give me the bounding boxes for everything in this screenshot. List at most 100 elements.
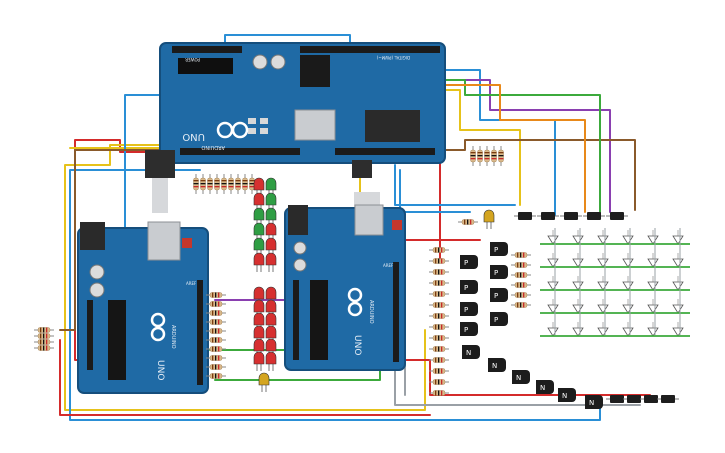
reset-button-icon[interactable] (392, 220, 402, 230)
matrix-led[interactable] (547, 322, 559, 337)
resistor[interactable] (193, 174, 199, 194)
resistor[interactable] (206, 301, 226, 307)
resistor[interactable] (429, 324, 449, 330)
matrix-led[interactable] (672, 230, 684, 245)
resistor[interactable] (206, 319, 226, 325)
usb-port-icon[interactable] (294, 109, 336, 141)
matrix-led[interactable] (547, 276, 559, 291)
resistor[interactable] (429, 368, 449, 374)
power-header[interactable] (172, 46, 242, 53)
resistor[interactable] (207, 174, 213, 194)
usb-port-icon[interactable] (147, 221, 181, 261)
matrix-led[interactable] (647, 230, 659, 245)
matrix-led[interactable] (597, 276, 609, 291)
matrix-led[interactable] (547, 253, 559, 268)
resistor[interactable] (206, 337, 226, 343)
resistor[interactable] (429, 335, 449, 341)
resistor[interactable] (206, 310, 226, 316)
matrix-led[interactable] (622, 276, 634, 291)
resistor[interactable] (429, 258, 449, 264)
resistor[interactable] (249, 174, 255, 194)
resistor[interactable] (511, 272, 531, 278)
led[interactable] (253, 351, 265, 371)
matrix-led[interactable] (622, 253, 634, 268)
transistor[interactable]: P (460, 302, 478, 316)
led[interactable] (258, 372, 270, 392)
resistor[interactable] (511, 252, 531, 258)
resistor[interactable] (206, 355, 226, 361)
digital-header[interactable] (197, 280, 203, 385)
matrix-led[interactable] (597, 253, 609, 268)
transistor[interactable]: P (460, 322, 478, 336)
resistor[interactable] (477, 146, 483, 166)
transistor[interactable]: P (490, 312, 508, 326)
resistor[interactable] (429, 269, 449, 275)
pushbutton[interactable] (583, 212, 605, 220)
matrix-led[interactable] (672, 253, 684, 268)
transistor[interactable]: N (585, 395, 603, 409)
pushbutton[interactable] (537, 212, 559, 220)
matrix-led[interactable] (647, 299, 659, 314)
matrix-led[interactable] (622, 322, 634, 337)
led[interactable] (265, 351, 277, 371)
transistor[interactable]: P (490, 288, 508, 302)
resistor[interactable] (458, 219, 478, 225)
matrix-led[interactable] (572, 322, 584, 337)
power-header[interactable] (293, 280, 299, 360)
resistor[interactable] (429, 346, 449, 352)
matrix-led[interactable] (572, 253, 584, 268)
led[interactable] (253, 222, 265, 242)
power-jack-icon[interactable] (365, 110, 420, 142)
transistor[interactable]: N (488, 358, 506, 372)
matrix-led[interactable] (597, 322, 609, 337)
power-header[interactable] (87, 300, 93, 370)
pushbutton[interactable] (514, 212, 536, 220)
resistor[interactable] (429, 357, 449, 363)
transistor[interactable]: N (558, 388, 576, 402)
analog-header[interactable] (180, 148, 300, 155)
transistor[interactable]: N (462, 345, 480, 359)
resistor[interactable] (511, 302, 531, 308)
pushbutton[interactable] (606, 212, 628, 220)
resistor[interactable] (470, 146, 476, 166)
resistor[interactable] (498, 146, 504, 166)
resistor[interactable] (228, 174, 234, 194)
matrix-led[interactable] (597, 299, 609, 314)
matrix-led[interactable] (622, 299, 634, 314)
matrix-led[interactable] (572, 230, 584, 245)
transistor[interactable]: P (460, 255, 478, 269)
led[interactable] (253, 252, 265, 272)
digital-header[interactable] (393, 262, 399, 362)
matrix-led[interactable] (572, 276, 584, 291)
icsp-header[interactable] (335, 148, 435, 155)
transistor[interactable]: N (536, 380, 554, 394)
resistor[interactable] (511, 262, 531, 268)
matrix-led[interactable] (547, 230, 559, 245)
matrix-led[interactable] (597, 230, 609, 245)
resistor[interactable] (429, 390, 449, 396)
matrix-led[interactable] (647, 276, 659, 291)
resistor[interactable] (511, 282, 531, 288)
matrix-led[interactable] (672, 322, 684, 337)
pushbutton[interactable] (560, 212, 582, 220)
digital-header[interactable] (300, 46, 440, 53)
transistor[interactable]: P (490, 265, 508, 279)
resistor[interactable] (429, 313, 449, 319)
power-jack-icon[interactable] (80, 222, 105, 250)
matrix-led[interactable] (622, 230, 634, 245)
usb-port-icon[interactable] (354, 204, 384, 236)
resistor[interactable] (429, 302, 449, 308)
resistor[interactable] (429, 280, 449, 286)
resistor[interactable] (235, 174, 241, 194)
transistor[interactable]: P (460, 280, 478, 294)
resistor[interactable] (429, 247, 449, 253)
resistor[interactable] (491, 146, 497, 166)
resistor[interactable] (206, 292, 226, 298)
power-jack-icon[interactable] (288, 205, 308, 235)
reset-button-icon[interactable] (182, 238, 192, 248)
matrix-led[interactable] (547, 299, 559, 314)
resistor[interactable] (34, 333, 54, 339)
resistor[interactable] (214, 174, 220, 194)
matrix-led[interactable] (647, 253, 659, 268)
resistor[interactable] (34, 327, 54, 333)
